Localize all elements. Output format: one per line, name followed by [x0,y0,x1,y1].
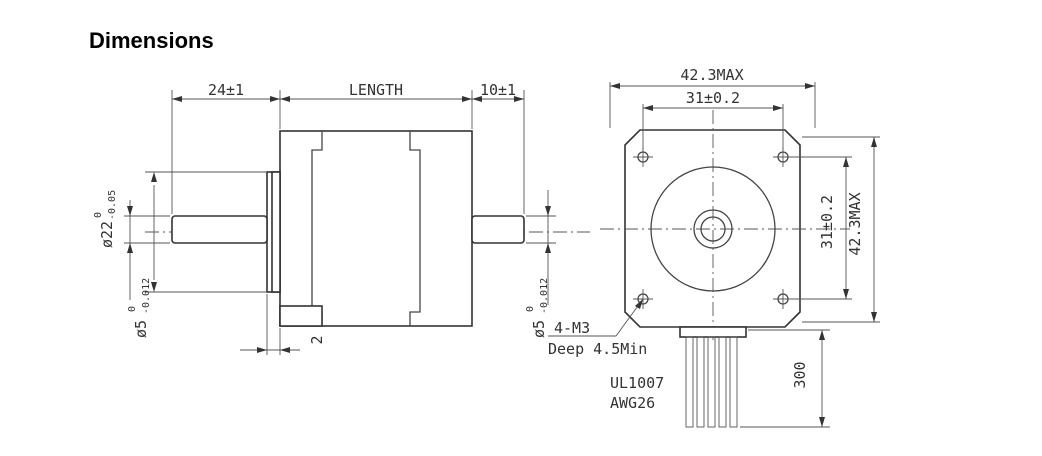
height-max-label: 42.3MAX [846,192,864,255]
arrow [127,206,133,216]
shaft-outer-circle [693,209,733,249]
arrow [843,157,849,167]
arrow [462,96,472,102]
boss-diameter-dimension: ø22 0 -0.05 [93,190,118,248]
shaft-diameter-tol-upper: 0 [127,306,138,312]
shaft-diameter-tol-lower: -0.012 [141,278,152,314]
width-max-label: 42.3MAX [680,66,743,84]
rear-shaft-length-label: 10±1 [480,81,516,99]
motor-face-outline [624,129,801,328]
hole-note-line2: Deep 4.5Min [548,340,647,358]
shaft-length-label: 24±1 [208,81,244,99]
wire-type-line1: UL1007 [610,374,664,392]
side-view: 24±1 LENGTH 10±1 ø22 0 -0.05 ø5 0 -0.012… [93,81,590,355]
page-title: Dimensions [89,28,214,53]
lead-wire [696,336,705,428]
boss-circle [650,166,776,292]
hole-note-line1: 4-M3 [554,319,590,337]
arrow [545,243,551,253]
lead-wire [729,336,738,428]
arrow [819,417,825,427]
arrow [773,105,783,111]
arrow [280,347,290,353]
lead-length-label: 300 [791,361,809,388]
rear-shaft-diameter-label: ø5 [530,320,548,338]
arrow [280,96,290,102]
arrow [843,289,849,299]
arrow [805,83,815,89]
arrow [257,347,267,353]
arrow [635,299,643,309]
arrow [610,83,620,89]
boss-diameter-tol-lower: -0.05 [107,190,118,220]
rear-shaft-diameter-tol-upper: 0 [525,306,536,312]
arrow [472,96,482,102]
lead-wire [718,336,727,428]
arrow [643,105,653,111]
lead-wires [685,336,738,428]
rear-shaft-diameter-dimension: ø5 0 -0.012 [525,278,550,338]
front-view: 42.3MAX 31±0.2 31±0.2 42.3MAX 4-M3 Deep … [548,66,880,428]
arrow [545,206,551,216]
boss-height-rect [279,305,323,327]
lead-wire [707,336,716,428]
boss-height-label: 2 [308,335,326,344]
arrow [172,96,182,102]
rear-shaft-diameter-tol-lower: -0.012 [539,278,550,314]
shaft-diameter-label: ø5 [132,320,150,338]
wire-type-line2: AWG26 [610,394,655,412]
arrow [514,96,524,102]
boss-diameter-tol-upper: 0 [93,212,104,218]
shaft-diameter-dimension: ø5 0 -0.012 [127,278,152,338]
arrow [270,96,280,102]
arrow [871,137,877,147]
shaft-circle [700,216,726,242]
front-boss-inner [271,171,281,293]
body-length-label: LENGTH [349,81,403,99]
arrow [819,330,825,340]
lead-wire [685,336,694,428]
rear-endcap-profile [409,131,421,326]
hole-spacing-label: 31±0.2 [686,89,740,107]
arrow [871,312,877,322]
motor-body-outline [279,130,473,327]
height-hole-spacing-label: 31±0.2 [818,195,836,249]
arrow [151,172,157,182]
front-shaft [171,215,268,244]
lead-connector [679,326,747,338]
rear-shaft [471,215,525,244]
arrow [151,282,157,292]
boss-diameter-label: ø22 [98,221,116,248]
arrow [127,243,133,253]
